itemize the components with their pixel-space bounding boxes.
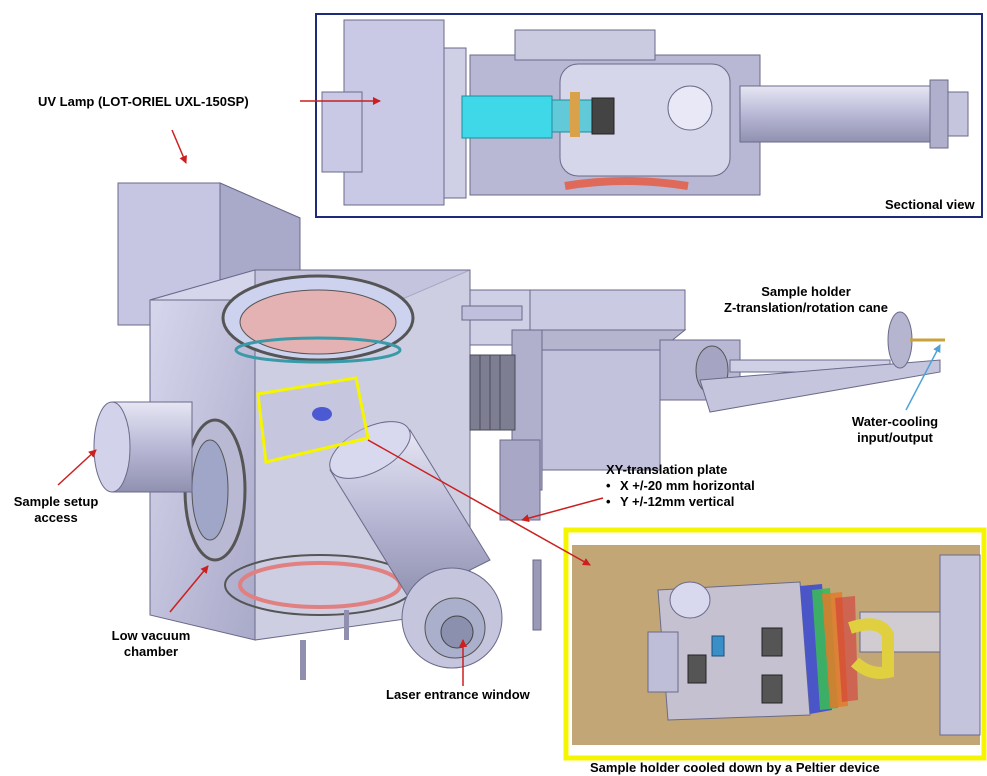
uv-lamp-label: UV Lamp (LOT-ORIEL UXL-150SP): [38, 94, 249, 109]
arrow-uv-lamp-main: [171, 129, 187, 164]
sample-setup-line2: access: [34, 510, 78, 525]
arrow-sample-setup: [57, 449, 97, 486]
arrow-xy-plate: [521, 497, 604, 523]
peltier-inset: [563, 527, 987, 761]
arrow-low-vacuum: [169, 565, 209, 613]
xy-plate-list: X +/-20 mm horizontal Y +/-12mm vertical: [606, 478, 755, 510]
main-chamber: [93, 182, 542, 680]
sample-holder-cane-label: Sample holder Z-translation/rotation can…: [686, 284, 926, 316]
sample-setup-label: Sample setup access: [4, 494, 108, 526]
water-cooling-line1: Water-cooling: [851, 414, 939, 429]
xy-plate-item-x: X +/-20 mm horizontal: [606, 478, 755, 494]
xy-plate-title: XY-translation plate: [606, 462, 728, 477]
xy-plate-item-y: Y +/-12mm vertical: [606, 494, 755, 510]
arrow-zoom-to-peltier: [367, 439, 591, 566]
sample-holder-cane-line1: Sample holder: [761, 284, 851, 299]
water-cooling-label: Water-cooling input/output: [840, 414, 950, 446]
annotation-arrows: [57, 97, 941, 686]
water-cooling-line2: input/output: [857, 430, 933, 445]
low-vacuum-line1: Low vacuum: [111, 628, 191, 643]
peltier-caption: Sample holder cooled down by a Peltier d…: [590, 760, 880, 775]
low-vacuum-line2: chamber: [123, 644, 179, 659]
translation-assembly: [461, 289, 945, 521]
sectional-view-inset: [315, 13, 983, 218]
sectional-view-label: Sectional view: [885, 197, 975, 212]
sample-holder-cane-line2: Z-translation/rotation cane: [724, 300, 888, 315]
sample-setup-line1: Sample setup: [13, 494, 99, 509]
laser-window-label: Laser entrance window: [386, 687, 530, 702]
bellows: [469, 354, 516, 431]
arrow-water-cooling: [905, 344, 941, 411]
xy-plate-label: XY-translation plate X +/-20 mm horizont…: [606, 462, 755, 510]
low-vacuum-label: Low vacuum chamber: [96, 628, 206, 660]
